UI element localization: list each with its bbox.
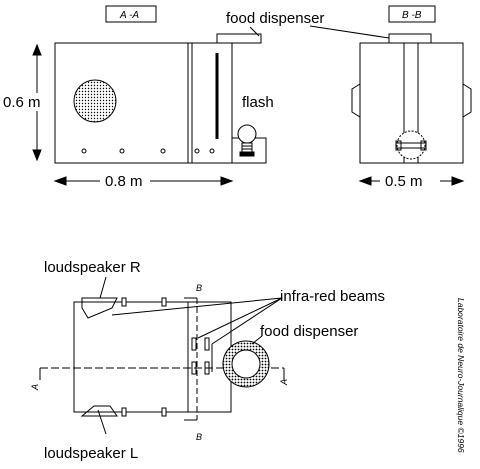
section-aa-box bbox=[105, 5, 157, 23]
infra-red-beams-label: infra-red beams bbox=[280, 288, 385, 305]
flash-label: flash bbox=[242, 94, 274, 111]
plan-view-box bbox=[73, 301, 232, 413]
food-bowl-end bbox=[395, 130, 427, 160]
marker-b-top: B bbox=[196, 283, 202, 293]
height-label: 0.6 m bbox=[3, 94, 41, 111]
flash-bulb bbox=[231, 124, 267, 164]
width-label: 0.5 m bbox=[385, 173, 423, 190]
marker-b-bottom: B bbox=[196, 432, 202, 442]
loudspeaker-l-shape bbox=[80, 405, 118, 417]
loudspeaker-r-shape bbox=[81, 297, 118, 319]
food-dispenser-top-leader bbox=[249, 26, 260, 37]
food-dispenser-plan-label: food dispenser bbox=[260, 323, 358, 340]
leader-lines bbox=[97, 276, 283, 435]
marker-a-left: A bbox=[30, 384, 40, 391]
plan-view bbox=[39, 297, 285, 421]
food-dispenser-ring bbox=[222, 340, 270, 388]
food-dispenser-top-label: food dispenser bbox=[226, 10, 324, 27]
speaker-left-end bbox=[351, 83, 361, 118]
end-view-bb bbox=[351, 5, 472, 164]
side-view-aa bbox=[54, 5, 267, 164]
marker-a-right: A bbox=[279, 379, 289, 386]
width-dimension bbox=[358, 176, 465, 186]
length-label: 0.8 m bbox=[105, 173, 143, 190]
food-dispenser-top-shape bbox=[216, 33, 262, 44]
section-aa-label: A -A bbox=[119, 10, 139, 21]
loudspeaker-r-label: loudspeaker R bbox=[44, 259, 141, 276]
section-bb-label: B -B bbox=[402, 10, 422, 21]
food-dispenser-link-line bbox=[309, 25, 390, 39]
section-bb-box bbox=[388, 5, 436, 23]
loudspeaker-l-label: loudspeaker L bbox=[44, 445, 138, 462]
speaker-grille bbox=[73, 79, 117, 123]
speaker-right-end bbox=[462, 83, 472, 118]
length-dimension bbox=[53, 176, 234, 186]
food-dispenser-end-shape bbox=[388, 33, 432, 44]
side-view-box bbox=[54, 42, 233, 164]
credit-text: Laboratoire de Neuro-Journalique ©1996 bbox=[456, 298, 466, 453]
